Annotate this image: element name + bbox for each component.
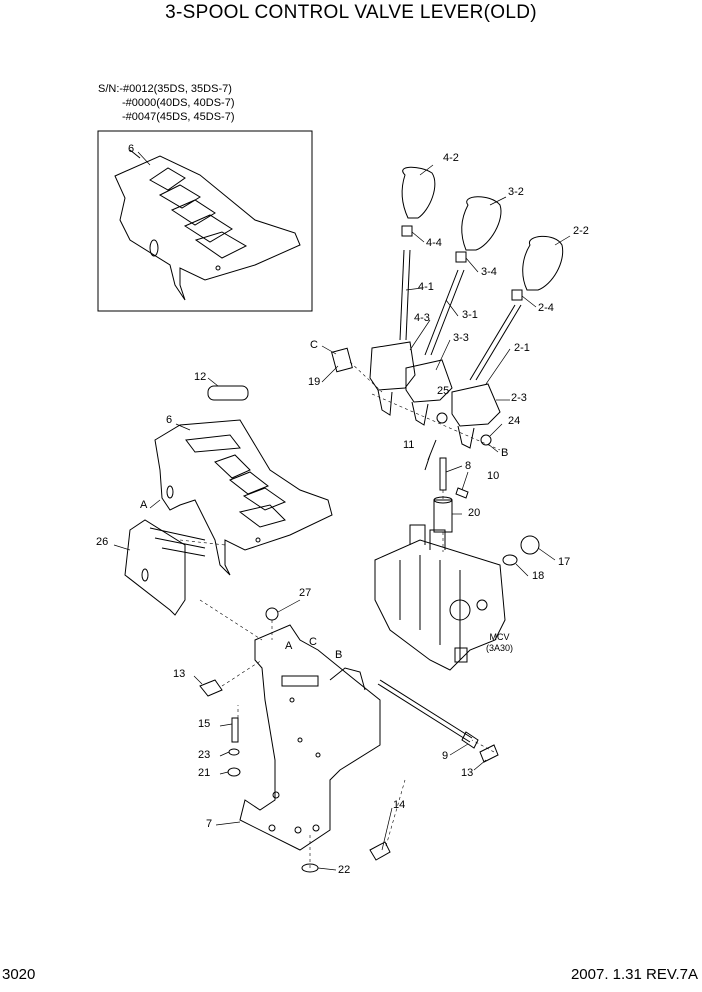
rod-9: [379, 679, 473, 739]
part-27: [265, 607, 279, 621]
callout-4-4: 4-4: [426, 237, 442, 249]
callout-15: 15: [198, 718, 211, 730]
callout-3-1: 3-1: [462, 309, 478, 321]
callout-9: 9: [442, 750, 449, 762]
serial-line: -#0000(40DS, 40DS-7): [122, 97, 235, 109]
part-25: [436, 412, 448, 424]
part-11: [424, 439, 437, 471]
lever-4: [369, 166, 436, 416]
callout-3-2: 3-2: [508, 186, 524, 198]
part-8: [439, 457, 447, 491]
callout-3-3: 3-3: [453, 332, 469, 344]
callout-C: C: [309, 636, 317, 648]
callout-26: 26: [96, 536, 109, 548]
callout-23: 23: [198, 749, 211, 761]
callout-11: 11: [403, 439, 415, 451]
callout-6: 6: [166, 414, 173, 426]
part-19: [331, 347, 353, 373]
page-title: 3-SPOOL CONTROL VALVE LEVER(OLD): [165, 2, 537, 23]
part-10: [455, 487, 469, 499]
callout-B: B: [335, 649, 343, 661]
inset-cover: [114, 155, 301, 301]
callout-2-4: 2-4: [538, 302, 554, 314]
washer-23: [228, 748, 240, 756]
callout-20: 20: [468, 507, 481, 519]
bolt-13b: [479, 744, 499, 763]
washer-21: [227, 767, 241, 777]
mcv-code: (3A30): [486, 643, 514, 653]
bolt-13a: [199, 679, 223, 697]
mcv-block: [374, 539, 506, 671]
bracket-7: [239, 624, 381, 851]
callout-6: 6: [128, 143, 135, 155]
callout-21: 21: [198, 767, 211, 779]
bolt-14: [369, 841, 391, 861]
callout-B: B: [501, 447, 509, 459]
callout-13: 13: [173, 668, 186, 680]
callout-14: 14: [393, 799, 406, 811]
revision-date: 2007. 1.31 REV.7A: [570, 966, 698, 983]
callout-4-1: 4-1: [418, 281, 434, 293]
page-number: 3020: [2, 966, 36, 983]
callout-13: 13: [461, 767, 474, 779]
inset-frame: [97, 130, 313, 312]
part-24: [480, 434, 492, 446]
callout-2-1: 2-1: [514, 342, 530, 354]
callout-2-2: 2-2: [573, 225, 589, 237]
callout-3-4: 3-4: [481, 266, 497, 278]
callout-24: 24: [508, 415, 521, 427]
callout-C: C: [310, 339, 318, 351]
callout-19: 19: [308, 376, 321, 388]
part-20: [433, 499, 453, 533]
serial-number-note: S/N:-#0012(35DS, 35DS-7) -#0000(40DS, 40…: [98, 82, 235, 124]
callout-A: A: [140, 499, 148, 511]
mcv-label: MCV (3A30): [486, 632, 513, 654]
serial-line: S/N:-#0012(35DS, 35DS-7): [98, 83, 232, 95]
part-17: [520, 535, 540, 555]
callout-18: 18: [532, 570, 545, 582]
callout-4-2: 4-2: [443, 152, 459, 164]
bolt-15: [231, 717, 239, 743]
serial-line: -#0047(45DS, 45DS-7): [122, 111, 235, 123]
callout-12: 12: [194, 371, 207, 383]
part-12: [207, 385, 249, 401]
callout-17: 17: [558, 556, 571, 568]
callout-2-3: 2-3: [511, 392, 527, 404]
plate-26: [124, 519, 186, 616]
main-cover: [154, 419, 333, 576]
callout-27: 27: [299, 587, 312, 599]
callout-A: A: [285, 640, 293, 652]
mcv-name: MCV: [489, 632, 510, 642]
lever-3: [405, 196, 502, 426]
callout-10: 10: [487, 470, 500, 482]
callout-22: 22: [338, 864, 351, 876]
callout-4-3: 4-3: [414, 312, 430, 324]
callout-8: 8: [465, 460, 472, 472]
callout-25: 25: [437, 385, 450, 397]
callout-7: 7: [206, 818, 213, 830]
part-18: [502, 554, 518, 566]
